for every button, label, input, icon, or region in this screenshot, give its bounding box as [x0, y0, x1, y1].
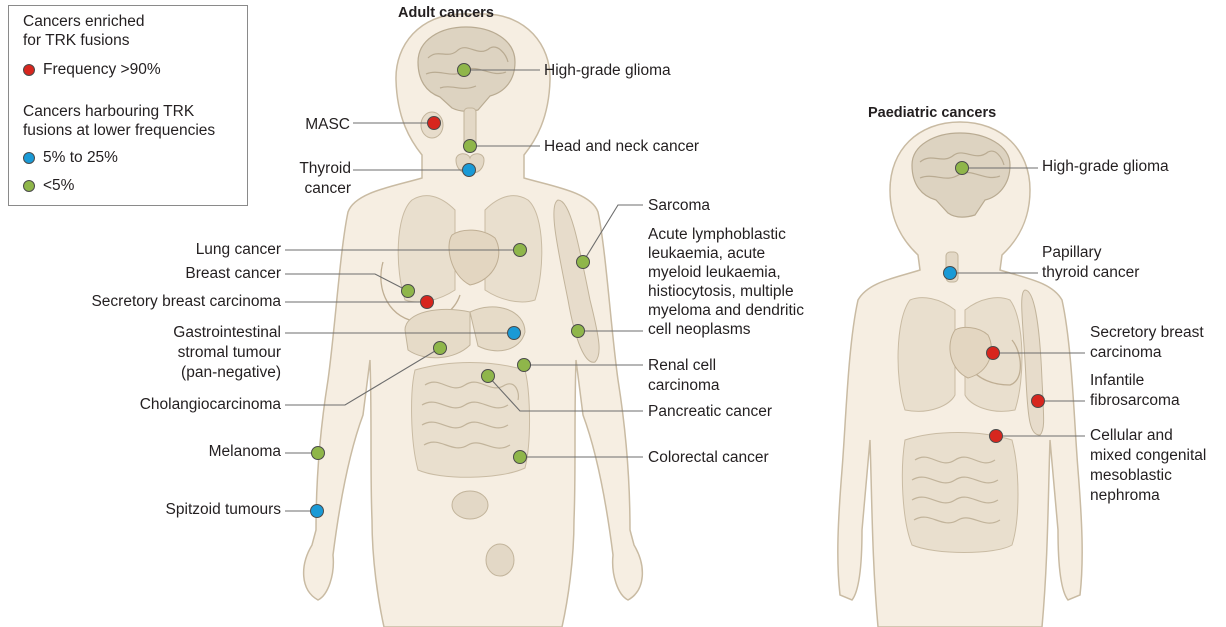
- label-lung-cancer: Lung cancer: [196, 240, 281, 260]
- adult-thyroid-dot: [463, 164, 476, 177]
- label-paed-secretory-breast-carcinoma: Secretory breast carcinoma: [1090, 323, 1204, 363]
- adult-renal-dot: [518, 359, 531, 372]
- adult-body-figure: [304, 14, 643, 627]
- adult-headneck-dot: [464, 140, 477, 153]
- adult-hgg-dot: [458, 64, 471, 77]
- legend-lower-title: Cancers harbouring TRK fusions at lower …: [23, 102, 215, 140]
- legend-freq-low: <5%: [43, 176, 74, 195]
- label-congenital-mesoblastic-nephroma: Cellular and mixed congenital mesoblasti…: [1090, 426, 1206, 506]
- label-melanoma: Melanoma: [209, 442, 281, 462]
- label-colorectal-cancer: Colorectal cancer: [648, 448, 769, 468]
- legend-freq-mid: 5% to 25%: [43, 148, 118, 167]
- label-gist: Gastrointestinal stromal tumour (pan-neg…: [173, 323, 281, 383]
- paed-papillary-dot: [944, 267, 957, 280]
- label-infantile-fibrosarcoma: Infantile fibrosarcoma: [1090, 371, 1180, 411]
- adult-title: Adult cancers: [398, 5, 494, 21]
- paed-cmn-dot: [990, 430, 1003, 443]
- adult-heme-dot: [572, 325, 585, 338]
- paediatric-intestines: [902, 433, 1018, 553]
- legend-box: Cancers enriched for TRK fusions Frequen…: [8, 5, 248, 206]
- paed-fibrosarcoma-dot: [1032, 395, 1045, 408]
- legend-freq-high: Frequency >90%: [43, 60, 161, 79]
- label-secretory-breast-carcinoma: Secretory breast carcinoma: [91, 292, 281, 312]
- label-haematological-cancers: Acute lymphoblastic leukaemia, acute mye…: [648, 225, 804, 339]
- adult-pancreatic-dot: [482, 370, 495, 383]
- legend-enriched-title: Cancers enriched for TRK fusions: [23, 12, 144, 50]
- label-pancreatic-cancer: Pancreatic cancer: [648, 402, 772, 422]
- adult-breast-dot: [402, 285, 415, 298]
- adult-spitzoid-dot: [311, 505, 324, 518]
- paed-secretory-dot: [987, 347, 1000, 360]
- adult-secretory-dot: [421, 296, 434, 309]
- adult-lung-dot: [514, 244, 527, 257]
- adult-gist-dot: [508, 327, 521, 340]
- adult-colorectal-dot: [514, 451, 527, 464]
- adult-masc-dot: [428, 117, 441, 130]
- legend-blue-dot: [23, 152, 35, 164]
- label-cholangiocarcinoma: Cholangiocarcinoma: [140, 395, 281, 415]
- adult-sarcoma-dot: [577, 256, 590, 269]
- label-sarcoma: Sarcoma: [648, 196, 710, 216]
- adult-intestines: [412, 363, 530, 478]
- label-renal-cell-carcinoma: Renal cell carcinoma: [648, 356, 720, 396]
- label-breast-cancer: Breast cancer: [185, 264, 281, 284]
- legend-green-dot: [23, 180, 35, 192]
- paed-hgg-dot: [956, 162, 969, 175]
- label-adult-high-grade-glioma: High-grade glioma: [544, 61, 671, 81]
- adult-melanoma-dot: [312, 447, 325, 460]
- label-papillary-thyroid-cancer: Papillary thyroid cancer: [1042, 243, 1139, 283]
- label-head-neck-cancer: Head and neck cancer: [544, 137, 699, 157]
- paediatric-body-figure: [838, 122, 1082, 627]
- label-spitzoid-tumours: Spitzoid tumours: [166, 500, 281, 520]
- label-masc: MASC: [305, 115, 350, 135]
- adult-cholangio-dot: [434, 342, 447, 355]
- label-paed-high-grade-glioma: High-grade glioma: [1042, 157, 1169, 177]
- legend-red-dot: [23, 64, 35, 76]
- paediatric-title: Paediatric cancers: [868, 105, 996, 121]
- label-thyroid-cancer: Thyroid cancer: [299, 159, 351, 199]
